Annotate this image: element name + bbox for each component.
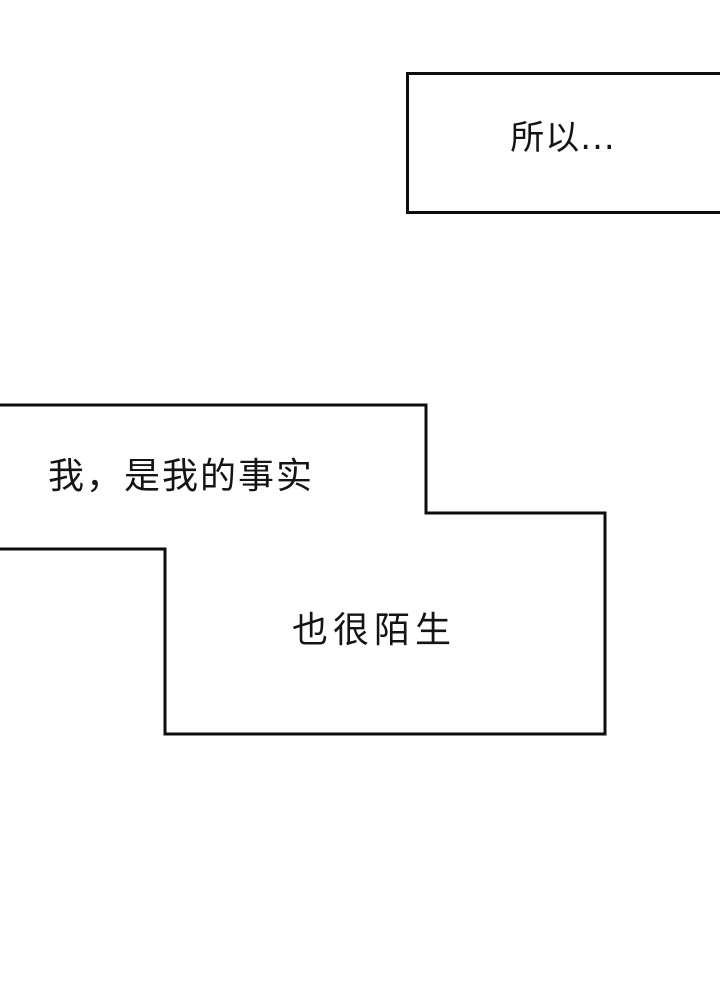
caption-text-top: 所以...: [510, 118, 616, 159]
caption-box-top: 所以...: [406, 72, 720, 214]
compound-panel-outline: [0, 403, 607, 736]
caption-text-identity: 我，是我的事实: [48, 456, 315, 497]
caption-text-stranger: 也很陌生: [292, 610, 457, 651]
compound-panel-shape: [0, 403, 607, 736]
